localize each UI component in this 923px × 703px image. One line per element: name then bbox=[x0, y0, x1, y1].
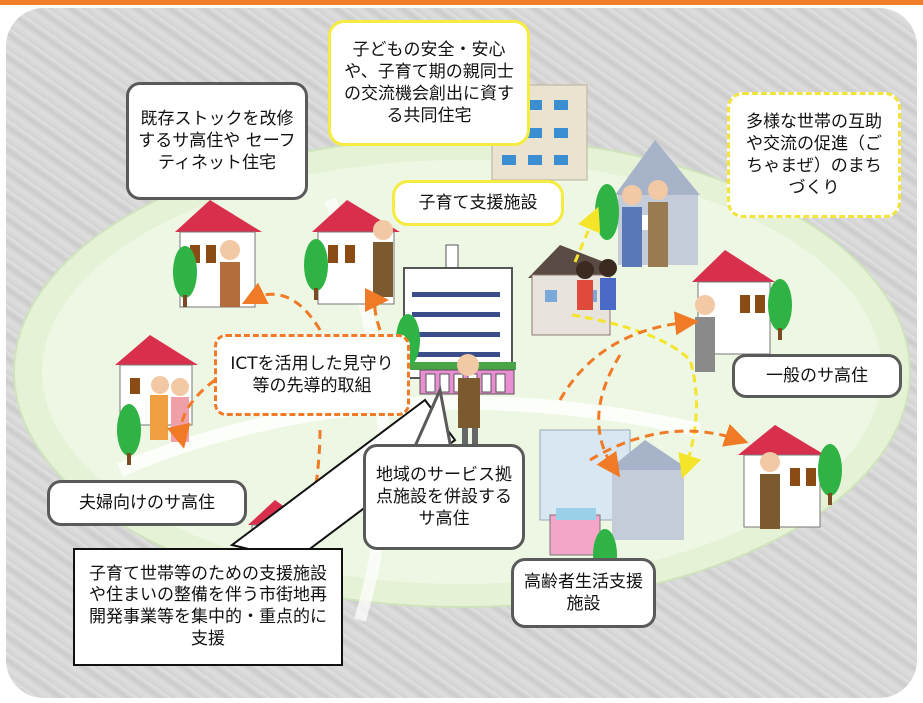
label-renovated-stock-housing: 既存ストックを改修するサ高住や セーフティネット住宅 bbox=[126, 82, 308, 200]
elderly-person-icon bbox=[220, 240, 240, 307]
elderly-person-icon bbox=[373, 220, 393, 297]
elderly-person-icon bbox=[760, 452, 780, 529]
label-mixed-community: 多様な世帯の互助や交流の促進（ごちゃまぜ）のまちづくり bbox=[727, 92, 901, 218]
label-general-elderly-housing: 一般のサ高住 bbox=[732, 354, 902, 398]
label-urban-redevelopment-support: 子育て世帯等のための支援施設や住まいの整備を伴う市街地再開発事業等を集中的・重点… bbox=[73, 548, 343, 666]
label-ict-monitoring: ICTを活用した見守り等の先導的取組 bbox=[214, 334, 410, 416]
label-family-apartment: 子どもの安全・安心や、子育て期の親同士の交流機会創出に資する共同住宅 bbox=[328, 20, 530, 146]
family-icon bbox=[622, 180, 668, 267]
label-childcare-support-facility: 子育て支援施設 bbox=[392, 180, 564, 226]
label-elderly-life-support-facility: 高齢者生活支援施設 bbox=[511, 558, 656, 628]
service-center-building-icon bbox=[403, 244, 516, 395]
elderly-person-icon bbox=[457, 354, 480, 450]
label-couple-elderly-housing: 夫婦向けのサ高住 bbox=[47, 480, 247, 526]
elderly-person-icon bbox=[695, 295, 715, 372]
house-icon bbox=[738, 425, 825, 528]
child-icon bbox=[576, 259, 617, 310]
top-accent-bar bbox=[0, 0, 923, 5]
label-service-hub-elderly-housing: 地域のサービス拠点施設を併設するサ高住 bbox=[363, 444, 525, 550]
